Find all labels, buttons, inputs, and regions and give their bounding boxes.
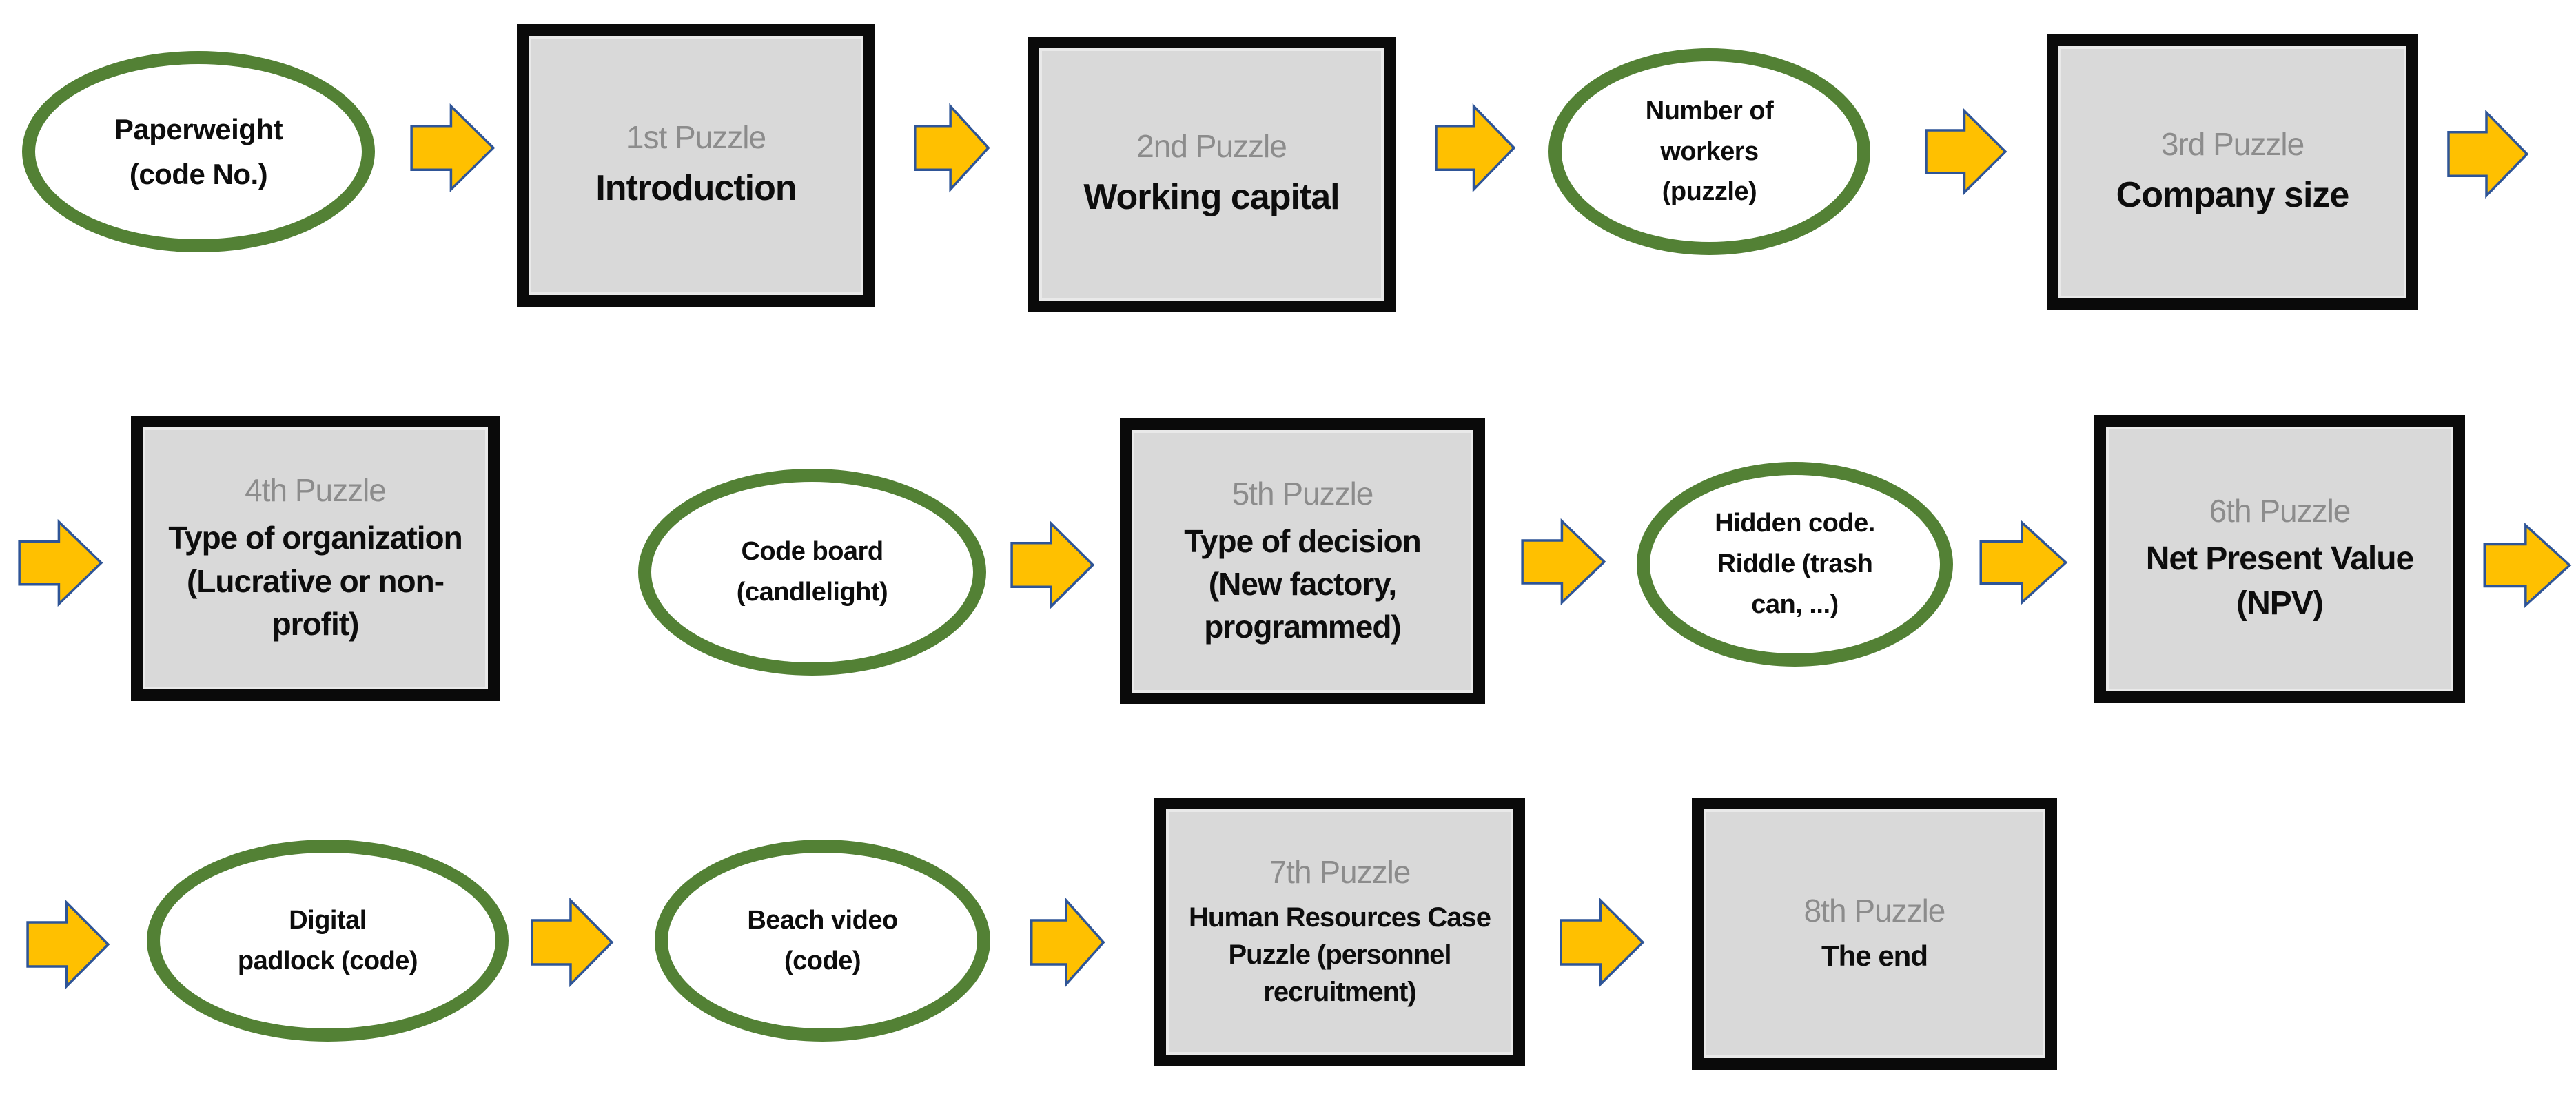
ellipse-line: Digital xyxy=(289,905,367,935)
node-1st-puzzle: 1st Puzzle Introduction xyxy=(517,24,875,307)
flow-arrow-icon xyxy=(2446,108,2529,200)
ellipse-line: workers xyxy=(1660,136,1759,166)
box-line: The end xyxy=(1821,939,1928,972)
box-title: 8th Puzzle xyxy=(1803,892,1946,929)
box-line: Net Present Value xyxy=(2145,540,2415,577)
box-title: 5th Puzzle xyxy=(1231,475,1374,511)
box-line: Working capital xyxy=(1083,176,1340,217)
flow-arrow-icon xyxy=(1559,896,1645,989)
ellipse-line: can, ...) xyxy=(1751,589,1839,619)
box-title: 7th Puzzle xyxy=(1269,854,1411,891)
flow-arrow-icon xyxy=(25,898,110,991)
box-title: 3rd Puzzle xyxy=(2160,126,2304,163)
ellipse-line: Hidden code. xyxy=(1715,509,1875,538)
ellipse-line: Number of xyxy=(1645,96,1774,125)
ellipse-line: (code No.) xyxy=(129,158,268,190)
flow-arrow-icon xyxy=(1924,107,2007,196)
box-line: recruitment) xyxy=(1263,976,1416,1007)
box-line: (Lucrative or non- xyxy=(186,562,444,599)
node-beach-video: Beach video (code) xyxy=(655,840,990,1042)
flow-arrow-icon xyxy=(17,518,103,608)
box-line: Type of decision xyxy=(1184,523,1422,559)
flow-arrow-icon xyxy=(1010,519,1095,611)
node-2nd-puzzle: 2nd Puzzle Working capital xyxy=(1028,37,1396,312)
node-8th-puzzle: 8th Puzzle The end xyxy=(1692,798,2057,1070)
node-hidden-code: Hidden code. Riddle (trash can, ...) xyxy=(1637,462,1953,667)
ellipse-line: Paperweight xyxy=(114,112,283,145)
ellipse-line: Code board xyxy=(741,537,883,567)
box-line: Company size xyxy=(2116,174,2350,215)
box-title: 6th Puzzle xyxy=(2209,492,2351,529)
node-6th-puzzle: 6th Puzzle Net Present Value (NPV) xyxy=(2094,415,2465,703)
box-title: 1st Puzzle xyxy=(626,119,766,156)
node-digital-padlock: Digital padlock (code) xyxy=(147,840,509,1042)
node-number-of-workers: Number of workers (puzzle) xyxy=(1548,48,1870,255)
flow-arrow-icon xyxy=(409,102,495,194)
flow-arrow-icon xyxy=(1979,518,2068,607)
flow-arrow-icon xyxy=(1030,896,1105,989)
node-paperweight: Paperweight (code No.) xyxy=(22,51,375,252)
flow-arrow-icon xyxy=(1434,102,1516,194)
box-title: 4th Puzzle xyxy=(245,472,387,509)
box-line: programmed) xyxy=(1204,609,1401,645)
ellipse-line: Beach video xyxy=(747,905,898,935)
node-4th-puzzle: 4th Puzzle Type of organization (Lucrati… xyxy=(131,416,500,701)
box-line: (New factory, xyxy=(1208,566,1397,602)
flow-arrow-icon xyxy=(2482,521,2572,609)
box-line: Introduction xyxy=(595,168,797,208)
node-7th-puzzle: 7th Puzzle Human Resources Case Puzzle (… xyxy=(1154,798,1525,1066)
ellipse-line: padlock (code) xyxy=(237,946,418,975)
box-line: Type of organization xyxy=(168,520,462,556)
box-line: Human Resources Case xyxy=(1189,902,1491,933)
box-line: Puzzle (personnel xyxy=(1228,939,1451,970)
flow-arrow-icon xyxy=(530,896,614,989)
ellipse-line: (code) xyxy=(784,946,861,975)
flow-arrow-icon xyxy=(1520,517,1606,607)
box-line: (NPV) xyxy=(2236,585,2324,622)
box-line: profit) xyxy=(272,605,360,642)
flow-arrow-icon xyxy=(913,102,990,194)
box-title: 2nd Puzzle xyxy=(1136,128,1287,165)
node-3rd-puzzle: 3rd Puzzle Company size xyxy=(2047,34,2418,310)
node-code-board: Code board (candlelight) xyxy=(638,469,986,676)
ellipse-line: (candlelight) xyxy=(736,578,888,607)
ellipse-line: Riddle (trash xyxy=(1717,549,1873,579)
node-5th-puzzle: 5th Puzzle Type of decision (New factory… xyxy=(1120,418,1485,704)
ellipse-line: (puzzle) xyxy=(1662,177,1757,207)
